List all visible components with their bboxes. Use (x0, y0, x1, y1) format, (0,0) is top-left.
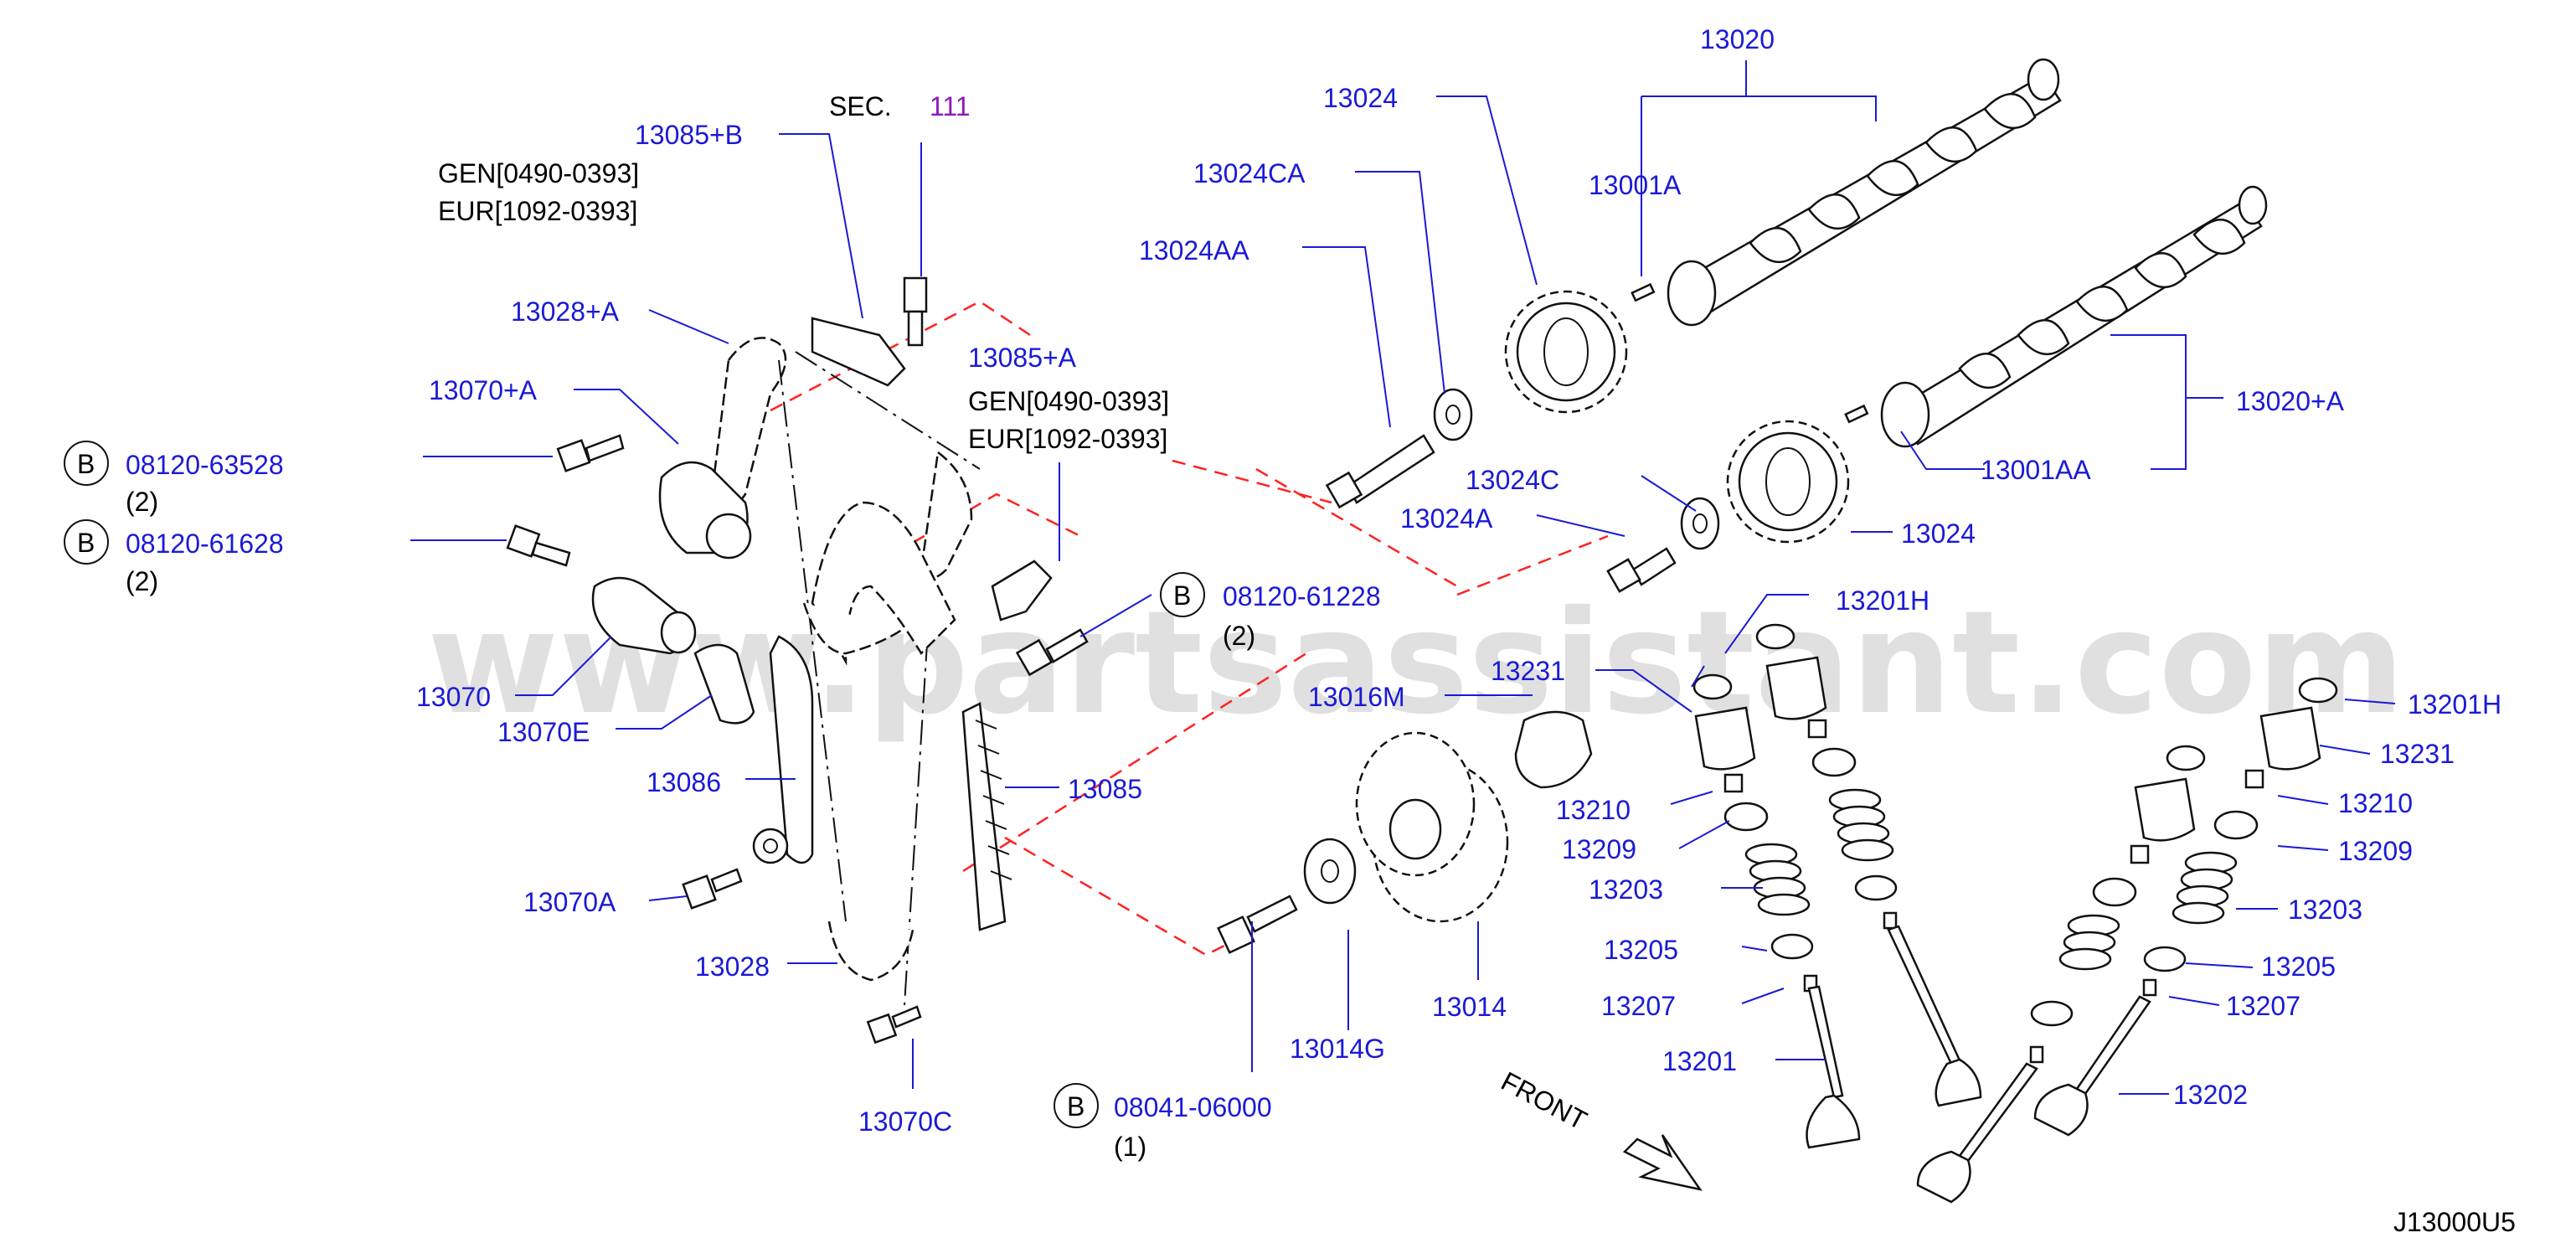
front-arrow-icon (1622, 1134, 1703, 1191)
valve-assembly-right-2 (1916, 745, 2206, 1204)
label-13028A: 13028+A (511, 297, 620, 327)
bolt-badge-1: B (77, 449, 95, 479)
small-bolts (506, 276, 1298, 1044)
label-13020A: 13020+A (2236, 386, 2345, 416)
camshaft-lower (1844, 185, 2268, 448)
label-13024AA: 13024AA (1139, 235, 1249, 266)
label-13024C: 13024C (1466, 465, 1559, 495)
label-13014G: 13014G (1290, 1034, 1385, 1064)
label-13201H-a: 13201H (1836, 585, 1929, 616)
bolt-badge-4: B (1067, 1091, 1084, 1122)
label-13070C: 13070C (858, 1106, 952, 1137)
bolt-badge-3: B (1173, 580, 1191, 611)
label-13209-a: 13209 (1562, 834, 1636, 864)
label-13070A-plus: 13070+A (429, 375, 538, 405)
part-labels: 13020 13024 13001A 13024CA 13024AA 13020… (416, 24, 2501, 1137)
sec-number: 111 (930, 91, 971, 121)
label-13231-b: 13231 (2380, 739, 2455, 769)
label-13231-a: 13231 (1491, 656, 1565, 686)
bolt-number-2: 08120-61628 (126, 529, 284, 559)
label-13209-b: 13209 (2338, 836, 2413, 866)
label-13203-b: 13203 (2288, 895, 2362, 925)
label-13070A: 13070A (523, 887, 616, 917)
label-13001AA: 13001AA (1981, 455, 2091, 485)
note-gen-2: GEN[0490-0393] (968, 386, 1169, 416)
camshaft-sprocket-upper (1504, 290, 1628, 414)
label-13205-a: 13205 (1604, 935, 1678, 965)
label-13024-top: 13024 (1323, 83, 1398, 113)
bolt-callout-2: B 08120-61628 (2) (64, 519, 284, 596)
label-13014: 13014 (1432, 992, 1507, 1022)
label-13203-a: 13203 (1589, 874, 1663, 905)
label-13207-a: 13207 (1601, 991, 1676, 1021)
bolt-qty-2: (2) (126, 566, 158, 596)
label-13086: 13086 (647, 767, 721, 797)
note-eur-1: EUR[1092-0393] (438, 196, 637, 226)
note-gen-1: GEN[0490-0393] (438, 158, 639, 188)
label-13028: 13028 (695, 952, 770, 982)
red-assembly-lines (770, 300, 1609, 957)
label-13201H-b: 13201H (2408, 689, 2501, 719)
label-13085A: 13085+A (968, 343, 1077, 373)
sprocket-washers-bolts (1325, 388, 1720, 593)
label-13024CA: 13024CA (1193, 158, 1306, 188)
front-label: FRONT (1497, 1065, 1592, 1136)
label-13024A: 13024A (1400, 503, 1493, 534)
diagram-code: J13000U5 (2393, 1207, 2516, 1237)
leader-lines (410, 60, 2396, 1095)
label-13024-mid: 13024 (1901, 518, 1976, 549)
bolt-qty-4: (1) (1114, 1132, 1146, 1162)
valve-assembly-right (2033, 677, 2338, 1137)
bolt-number-3: 08120-61228 (1223, 581, 1381, 611)
label-13210-b: 13210 (2338, 788, 2413, 818)
camshaft-upper (1631, 58, 2062, 327)
bolt-qty-3: (2) (1223, 621, 1255, 651)
bolt-number-1: 08120-63528 (126, 450, 284, 480)
bolt-callout-4: B 08041-06000 (1) (1054, 1083, 1272, 1162)
camshaft-sprocket-lower (1726, 420, 1850, 544)
label-13201: 13201 (1662, 1046, 1737, 1076)
label-13070E: 13070E (497, 717, 590, 747)
label-13205-b: 13205 (2261, 952, 2336, 982)
label-13202: 13202 (2173, 1080, 2248, 1110)
note-eur-2: EUR[1092-0393] (968, 424, 1167, 454)
valve-assembly-left (1692, 673, 1861, 1149)
label-13085: 13085 (1068, 774, 1142, 804)
sec-prefix: SEC. (829, 91, 892, 121)
bolt-callout-3: B 08120-61228 (2) (1160, 572, 1381, 651)
bolt-number-4: 08041-06000 (1114, 1092, 1272, 1122)
label-13016M: 13016M (1308, 682, 1405, 712)
label-13085B: 13085+B (635, 120, 743, 150)
crankshaft-sprocket (1303, 710, 1593, 923)
bolt-callout-1: B 08120-63528 (2) (64, 441, 284, 517)
bolt-badge-2: B (77, 528, 95, 558)
timing-chain-primary (710, 337, 981, 1006)
timing-chain-secondary (802, 501, 956, 666)
label-13020: 13020 (1700, 24, 1775, 54)
label-13207-b: 13207 (2226, 991, 2300, 1021)
chain-tensioner-assembly (591, 461, 789, 864)
watermark-text: www.partsassistant.com (427, 580, 2405, 746)
label-13210-a: 13210 (1556, 795, 1631, 825)
label-13070: 13070 (416, 682, 491, 712)
bolt-qty-1: (2) (126, 487, 158, 517)
valve-assembly-middle (1755, 623, 1982, 1107)
label-13001A: 13001A (1589, 170, 1682, 200)
chain-guides (769, 317, 1053, 931)
